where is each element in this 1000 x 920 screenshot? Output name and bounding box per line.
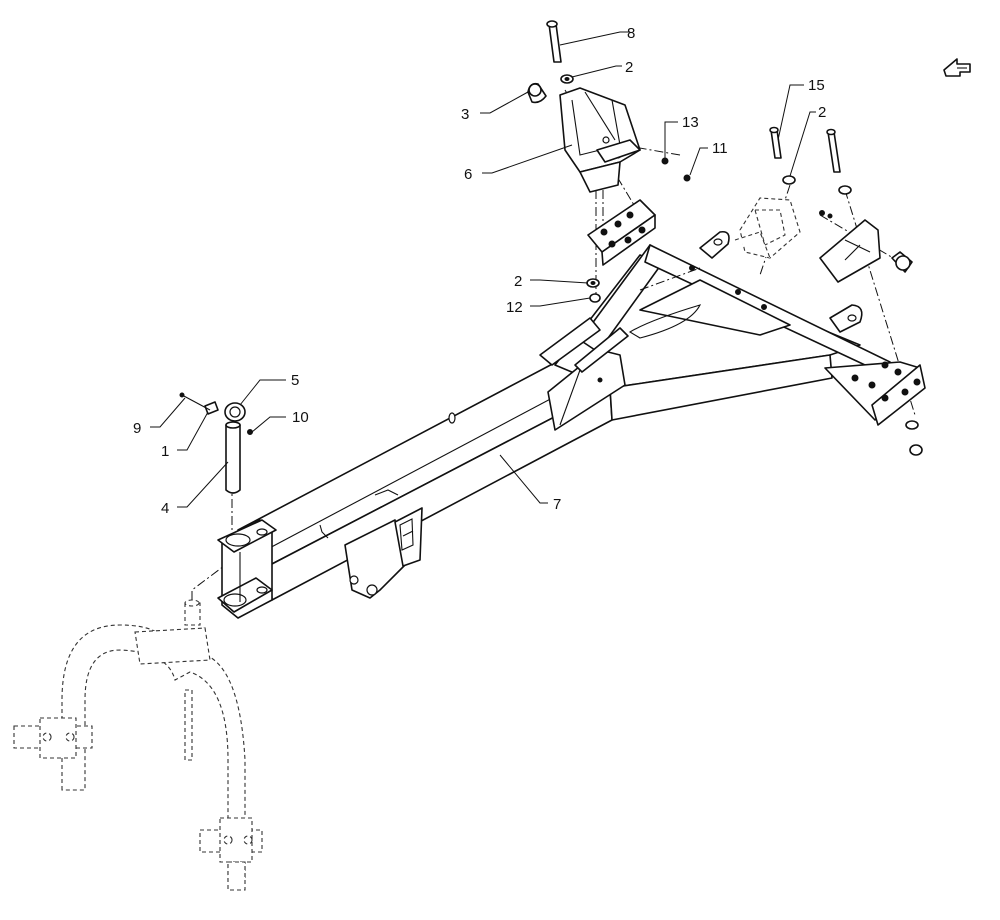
nut-13[interactable] xyxy=(661,157,669,165)
phantom-bracket xyxy=(734,197,801,259)
callout-9: 9 xyxy=(133,420,141,437)
nut-12[interactable] xyxy=(589,293,601,303)
main-frame[interactable] xyxy=(217,199,926,619)
nut-2-mid[interactable] xyxy=(586,278,600,288)
lynch-pin[interactable] xyxy=(179,392,211,411)
right-bracket[interactable] xyxy=(819,210,881,283)
bolt-right[interactable] xyxy=(826,128,841,173)
callout-3: 3 xyxy=(461,106,469,123)
callout-12: 12 xyxy=(506,299,523,316)
nut-11[interactable] xyxy=(683,174,691,182)
callout-4: 4 xyxy=(161,500,169,517)
callout-leaders xyxy=(150,31,816,508)
pin-bushing[interactable] xyxy=(224,402,246,422)
bolt-15[interactable] xyxy=(769,126,782,159)
callout-11: 11 xyxy=(712,140,728,157)
callout-2: 2 xyxy=(625,59,633,76)
nut-rear-right[interactable] xyxy=(905,420,923,456)
spring-clip[interactable] xyxy=(204,401,219,415)
hitch-pin[interactable] xyxy=(225,421,241,494)
phantom-hoop-assembly xyxy=(13,599,263,891)
bolt-8[interactable] xyxy=(546,20,562,63)
rubber-stop-3[interactable] xyxy=(527,82,547,104)
callout-15: 15 xyxy=(808,77,825,94)
pin-washer[interactable] xyxy=(247,429,253,435)
callout-10: 10 xyxy=(292,409,309,426)
callout-6: 6 xyxy=(464,166,472,183)
callout-5: 5 xyxy=(291,372,299,389)
callout-labels: 8 2 3 13 11 6 15 2 2 12 5 9 10 1 4 7 xyxy=(133,25,826,517)
rubber-stop-right[interactable] xyxy=(891,251,913,273)
callout-8: 8 xyxy=(627,25,635,42)
callout-1: 1 xyxy=(161,443,169,460)
callout-2: 2 xyxy=(514,273,522,290)
nut-2-right[interactable] xyxy=(782,175,852,195)
callout-13: 13 xyxy=(682,114,699,131)
callout-2: 2 xyxy=(818,104,826,121)
callout-7: 7 xyxy=(553,496,561,513)
hand-pointer-icon[interactable] xyxy=(943,58,971,77)
bracket-6[interactable] xyxy=(559,87,641,193)
nut-2-top[interactable] xyxy=(560,74,574,84)
